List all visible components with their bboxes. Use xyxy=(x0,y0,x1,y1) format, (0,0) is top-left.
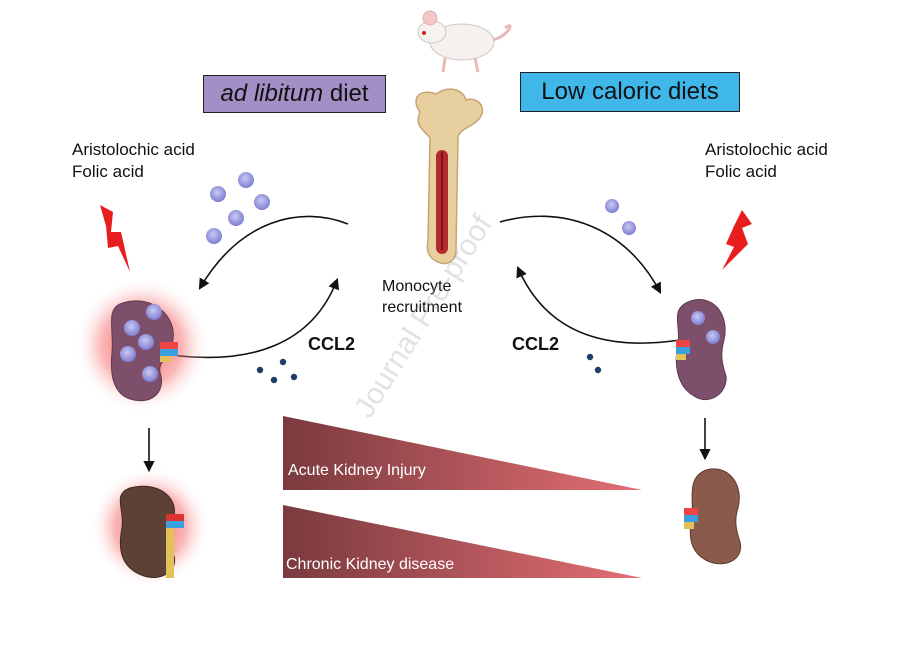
ad-libitum-italic: ad libitum xyxy=(220,80,324,107)
kidney-icon xyxy=(675,299,727,401)
toxin-list-right: Aristolochic acid Folic acid xyxy=(705,139,828,183)
ckd-gradient-bar xyxy=(283,505,642,578)
ccl2-dots-right xyxy=(586,353,602,374)
kidney-icon xyxy=(90,467,210,587)
arrow-to-right-kidney xyxy=(499,215,662,294)
low-caloric-diet-box: Low caloric diets xyxy=(520,72,740,112)
kidney-icon xyxy=(74,277,210,413)
ad-libitum-rest: diet xyxy=(323,80,369,107)
toxin-label: Folic acid xyxy=(705,162,777,181)
ccl2-label-left: CCL2 xyxy=(308,334,356,354)
lightning-icon xyxy=(722,210,752,270)
ad-libitum-diet-box: ad libitum diet xyxy=(203,75,386,113)
aki-label: Acute Kidney Injury xyxy=(288,462,426,479)
kidney-icon xyxy=(684,468,742,565)
toxin-label: Aristolochic acid xyxy=(72,140,195,159)
aki-gradient-bar xyxy=(283,416,642,490)
center-label-line: Monocyte xyxy=(382,278,452,295)
toxin-label: Aristolochic acid xyxy=(705,140,828,159)
ccl2-dots-left xyxy=(256,358,298,384)
lightning-icon xyxy=(100,205,130,272)
monocyte-icon xyxy=(206,172,270,244)
arrow-to-left-kidney xyxy=(198,215,349,290)
bone-icon xyxy=(415,88,484,265)
mouse-icon xyxy=(417,10,512,73)
monocyte-icon xyxy=(605,199,636,235)
ccl2-label-right: CCL2 xyxy=(512,334,560,354)
monocyte-recruitment-label: Monocyte recruitment xyxy=(382,276,462,318)
center-label-line: recruitment xyxy=(382,299,463,316)
toxin-list-left: Aristolochic acid Folic acid xyxy=(72,139,195,183)
toxin-label: Folic acid xyxy=(72,162,144,181)
ckd-label: Chronic Kidney disease xyxy=(286,556,455,573)
arrow-from-right-kidney xyxy=(516,265,681,344)
